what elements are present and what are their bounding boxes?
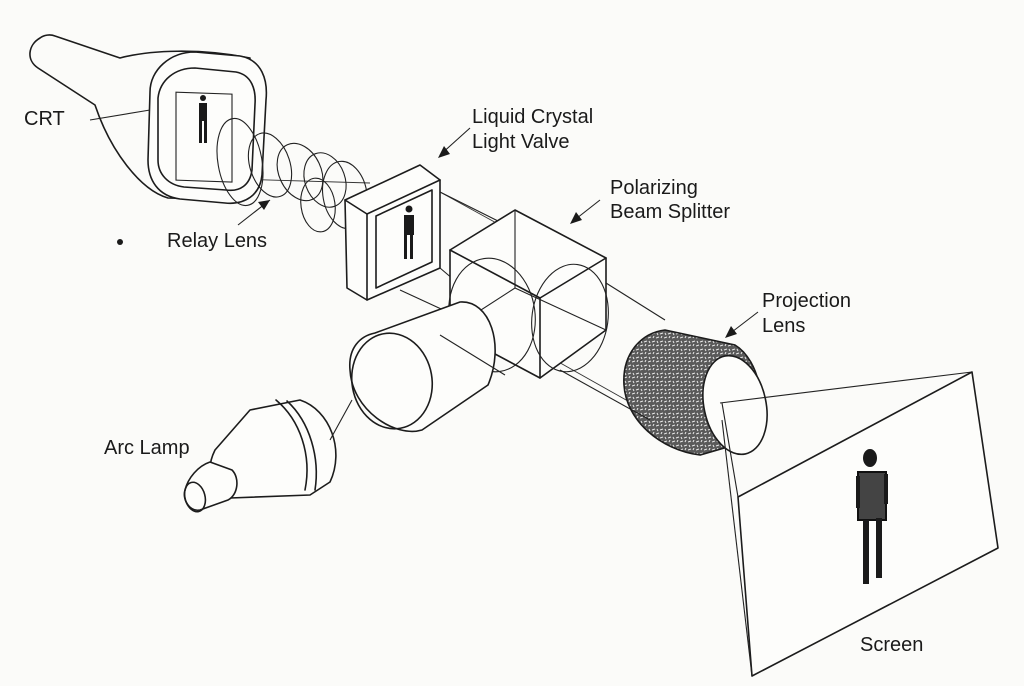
label-lcd-line1: Liquid Crystal [472, 106, 594, 128]
arc-lamp [183, 399, 353, 513]
screen-figure [856, 449, 888, 584]
label-proj-line1: Projection [762, 290, 851, 312]
valve-figure [404, 205, 414, 259]
light-valve [344, 164, 501, 321]
label-pbs-line2: Beam Splitter [610, 201, 731, 223]
projection-lens [559, 282, 768, 456]
label-proj-line2: Lens [762, 315, 806, 337]
label-lcd-line2: Light Valve [472, 131, 570, 153]
condenser-lens [349, 301, 506, 433]
label-crt: CRT [24, 108, 65, 130]
crt-tube [29, 34, 268, 204]
label-pbs-line1: Polarizing [610, 177, 698, 199]
projection-screen [719, 371, 999, 677]
label-arc-lamp: Arc Lamp [104, 437, 190, 459]
crt-figure [199, 95, 207, 143]
label-screen: Screen [860, 634, 924, 656]
label-relay-lens: Relay Lens [167, 230, 268, 252]
leader-arrows [89, 109, 759, 338]
